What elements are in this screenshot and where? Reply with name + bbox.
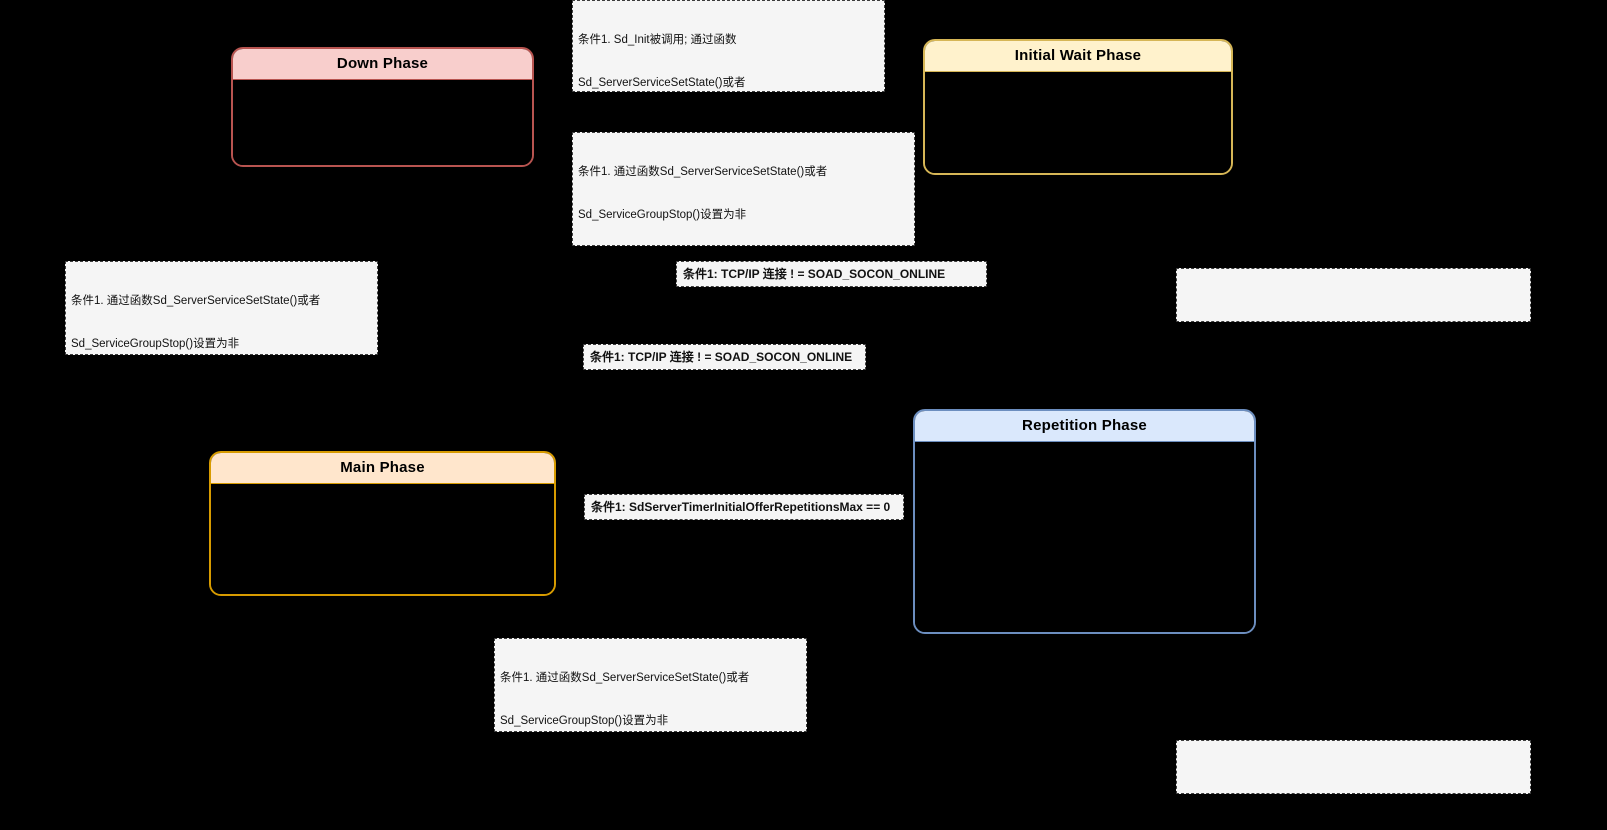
- note-line: 条件1: TCP/IP 连接 ! = SOAD_SOCON_ONLINE: [590, 349, 853, 364]
- note-main-to-down: 条件1. 通过函数Sd_ServerServiceSetState()或者 Sd…: [494, 638, 807, 732]
- state-main-phase[interactable]: Main Phase: [209, 451, 556, 596]
- note-repetition-to-down: 条件1. 通过函数Sd_ServerServiceSetState()或者 Sd…: [65, 261, 378, 355]
- note-wait-to-down: 条件1. 通过函数Sd_ServerServiceSetState()或者 Sd…: [572, 132, 915, 246]
- state-down-phase-title: Down Phase: [233, 49, 532, 80]
- note-reps-max-eq-zero-timer: 条件1: SdServerTimerInitialOfferRepetition…: [1176, 740, 1531, 794]
- note-tcpip-condition-lower: 条件1: TCP/IP 连接 ! = SOAD_SOCON_ONLINE: [583, 344, 866, 370]
- note-reps-max-eq-zero: 条件1: SdServerTimerInitialOfferRepetition…: [584, 494, 904, 520]
- state-repetition-phase-body: [915, 442, 1254, 632]
- note-line: Sd_ServerServiceSetState()或者: [578, 77, 746, 90]
- note-line: Sd_ServiceGroupStop()设置为非: [71, 338, 240, 351]
- state-initial-wait-phase[interactable]: Initial Wait Phase: [923, 39, 1233, 175]
- note-line: 条件1. 通过函数Sd_ServerServiceSetState()或者: [71, 294, 321, 307]
- note-line: 条件1. Sd_Init被调用; 通过函数: [578, 33, 737, 46]
- note-line: Sd_ServiceGroupStop()设置为非: [578, 209, 747, 222]
- note-line: 条件1: TCP/IP 连接 ! = SOAD_SOCON_ONLINE: [683, 266, 946, 281]
- state-repetition-phase-title: Repetition Phase: [915, 411, 1254, 442]
- state-main-phase-body: [211, 484, 554, 594]
- note-init-to-wait: 条件1. Sd_Init被调用; 通过函数 Sd_ServerServiceSe…: [572, 0, 885, 92]
- note-line: 条件1. 通过函数Sd_ServerServiceSetState()或者: [578, 165, 828, 178]
- note-reps-max-neq-zero: 条件1: SdServerTimerInitialOfferRepetition…: [1176, 268, 1531, 322]
- state-initial-wait-phase-title: Initial Wait Phase: [925, 41, 1231, 72]
- note-line: Sd_ServiceGroupStop()设置为非: [500, 715, 669, 728]
- state-down-phase-body: [233, 80, 532, 165]
- state-main-phase-title: Main Phase: [211, 453, 554, 484]
- state-initial-wait-phase-body: [925, 72, 1231, 173]
- state-down-phase[interactable]: Down Phase: [231, 47, 534, 167]
- note-line: 条件1: SdServerTimerInitialOfferRepetition…: [591, 499, 891, 514]
- note-tcpip-condition-upper: 条件1: TCP/IP 连接 ! = SOAD_SOCON_ONLINE: [676, 261, 987, 287]
- note-line: 条件1. 通过函数Sd_ServerServiceSetState()或者: [500, 671, 750, 684]
- state-repetition-phase[interactable]: Repetition Phase: [913, 409, 1256, 634]
